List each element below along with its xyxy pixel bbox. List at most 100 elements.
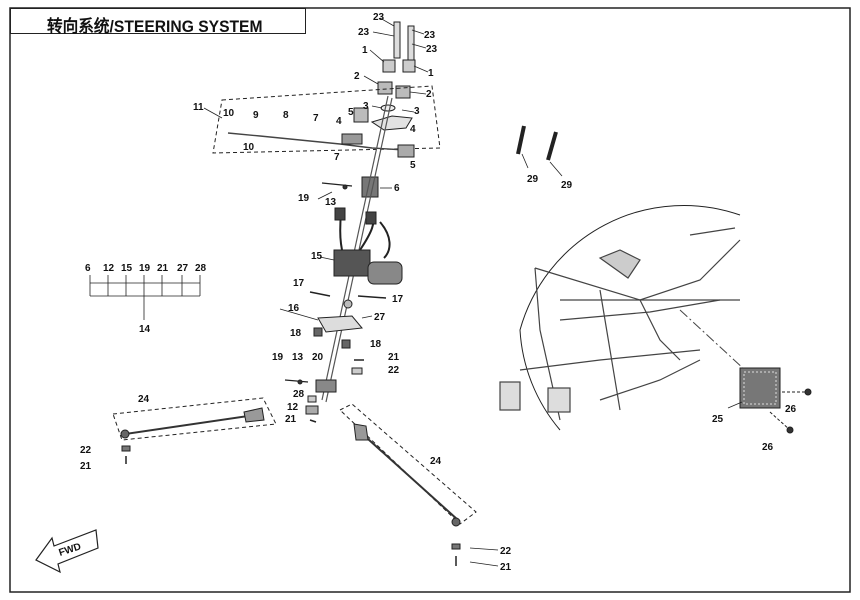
plate-16 [317,315,363,333]
eps-plug-b [365,211,377,225]
callout-label: 4 [336,116,342,127]
bushing-1-right [402,59,416,73]
nut-18-left [313,327,323,337]
nut-26-top [804,388,812,396]
callout-label: 21 [500,562,512,573]
group-member-label: 15 [121,263,133,274]
tierod-boot-left [243,407,265,423]
bracket-3 [370,115,413,131]
callout-label: 29 [527,174,539,185]
group-member-label: 19 [139,263,151,274]
washer-22-center [351,367,363,375]
column-shaft [321,95,389,401]
callout-label: 22 [500,546,512,557]
callout-label: 23 [373,12,385,23]
callout-label: 9 [253,110,259,121]
callout-label: 23 [424,30,436,41]
eps-controller-15 [333,249,371,277]
bolt-19-top [321,182,353,187]
callout-label: 19 [298,193,310,204]
callout-label: 28 [293,389,305,400]
bracket-29-left [516,125,526,155]
callout-label: 22 [388,365,400,376]
connector-5b [353,107,369,123]
bolt-26-bottom [769,411,791,431]
callout-label: 17 [392,294,404,305]
callout-label: 13 [325,197,337,208]
nut-22-right [451,543,461,550]
tierod-boot-right [353,423,369,441]
tierod-end-left [120,429,130,439]
callout-label: 23 [426,44,438,55]
callout-label: 22 [80,445,92,456]
nut-22-left [121,445,131,452]
callout-label: 11 [193,102,204,113]
callout-label: 13 [292,352,304,363]
callout-label: 8 [283,110,289,121]
tierod-box-24-left [112,397,277,441]
pitman-arm-20 [315,379,337,393]
bushing-27 [343,299,353,309]
tierod-end-right [451,517,461,527]
eps-module-25-fins [743,371,777,405]
callout-label: 19 [272,352,284,363]
callout-label: 25 [712,414,724,425]
callout-label: 1 [362,45,368,56]
callout-label: 20 [312,352,324,363]
callout-label: 4 [410,124,416,135]
callout-label: 18 [290,328,302,339]
callout-label: 16 [288,303,300,314]
callout-label: 7 [313,113,319,124]
group-member-label: 28 [195,263,207,274]
leader-lines [89,17,743,567]
callout-label: 3 [414,106,420,117]
callout-label: 10 [243,142,255,153]
callout-label: 2 [426,89,432,100]
bolt-17-left [309,291,331,297]
callout-label: 26 [762,442,774,453]
fwd-arrow-icon: FWD [35,529,99,574]
bushing-12 [305,405,319,415]
connector-4 [341,133,363,145]
eps-plug-a [334,207,346,221]
callout-label: 2 [354,71,360,82]
callout-label: 3 [363,101,369,112]
callout-label: 27 [374,312,386,323]
callout-label: 24 [138,394,150,405]
callout-label: 15 [311,251,323,262]
callout-label: 23 [358,27,370,38]
pin-23-right [407,25,415,61]
bracket-29-right [546,131,558,161]
callout-label: 26 [785,404,797,415]
outer-border [9,7,851,593]
group-member-label: 6 [85,263,91,274]
connector-5 [397,144,415,158]
group-member-label: 21 [157,263,169,274]
nut-26-bottom [786,426,794,434]
callout-label: 1 [428,68,434,79]
nut-18-right [341,339,351,349]
group-member-label: 12 [103,263,115,274]
callout-label: 10 [223,108,235,119]
page-title: 转向系统/STEERING SYSTEM [47,17,263,36]
pin-23-left [393,21,401,59]
callout-label: 24 [430,456,442,467]
frame-circle [519,204,741,431]
group-parent-label: 14 [139,324,151,335]
bolt-17-right [357,295,387,299]
eps-module-25 [739,367,781,409]
parts-layer [89,17,812,567]
tierod-box-24-right [339,403,477,525]
bushing-2-left [377,81,393,95]
harness-box-11 [212,85,441,154]
callout-label: 12 [287,402,299,413]
callout-label: 29 [561,180,573,191]
eps-cable-c [379,221,391,259]
callout-label: 6 [394,183,400,194]
callout-label: 18 [370,339,382,350]
washer-3 [380,104,396,112]
nut-13-lower [297,379,303,385]
